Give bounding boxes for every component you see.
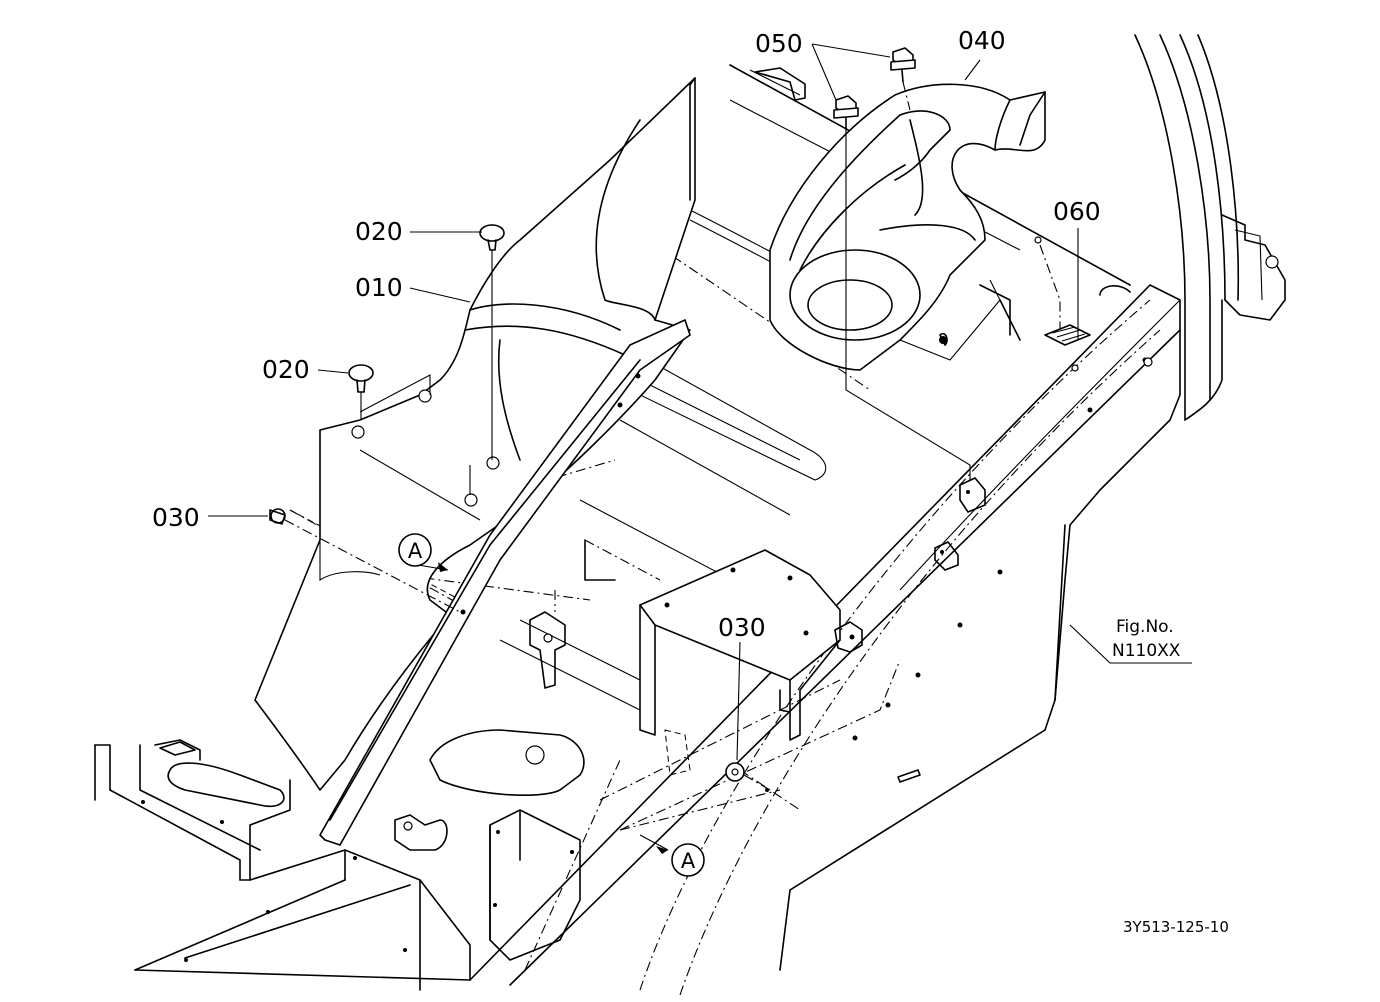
view-marker-a-right-label: A [681,849,696,873]
callout-020-lower: 020 [262,355,310,384]
callout-020-upper: 020 [355,217,403,246]
callout-030-center: 030 [718,613,766,642]
leader-lines [208,43,1192,851]
floor-cover-part-010 [254,77,696,791]
view-marker-a-right: A [671,843,705,877]
support-box [599,549,901,831]
mount-bracket [529,539,616,689]
cup-holder-part-040 [769,83,1046,371]
clip-part-060 [939,236,1131,372]
drawing-code: 3Y513-125-10 [1123,918,1229,936]
figure-ref-line2: N110XX [1112,641,1181,661]
part-callouts: 020 010 020 030 030 040 050 060 [152,26,1101,642]
callout-060: 060 [1053,197,1101,226]
callout-030-left: 030 [152,503,200,532]
phantom-outline-arch [524,299,1161,996]
callout-040: 040 [958,26,1006,55]
view-marker-a-left: A [398,533,432,567]
cab-frame-arch [1134,34,1286,421]
lower-left-frame [94,739,471,991]
nut-part-030 [269,508,771,792]
bolt-part-050 [833,47,971,480]
figure-reference: Fig.No. N110XX [1112,617,1181,661]
callout-010: 010 [355,273,403,302]
trim-strip [319,319,691,846]
figure-ref-line1: Fig.No. [1116,617,1174,637]
view-marker-a-left-label: A [408,539,423,563]
clip-part-020 [348,224,505,460]
side-beam [469,284,1181,986]
arrow-markers [438,562,668,854]
center-bracket [394,729,585,961]
callout-050: 050 [755,29,803,58]
